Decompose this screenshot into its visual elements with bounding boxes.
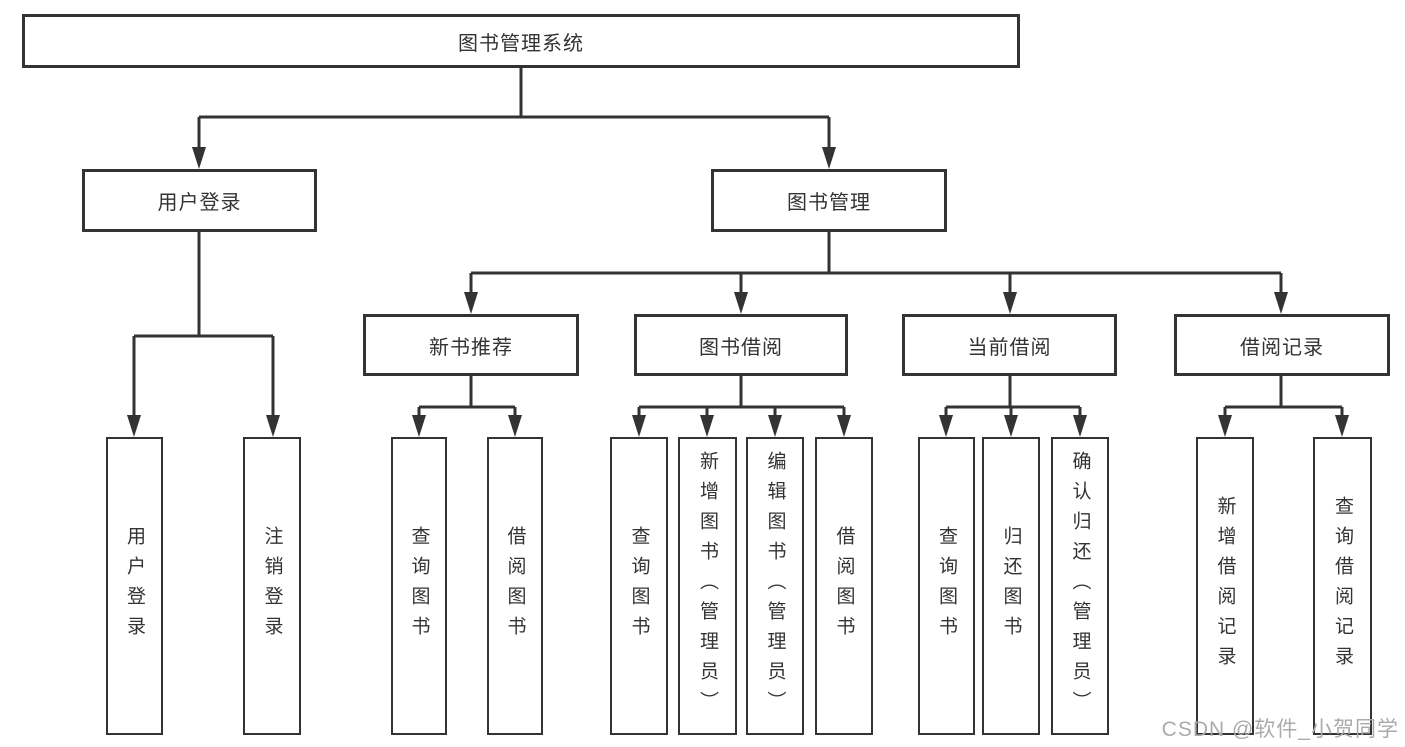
node-current-borrowing: 当前借阅 (902, 314, 1117, 376)
watermark-csdn: CSDN @软件_小贺同学 (1161, 718, 1399, 741)
leaf-query-borrow-record: 查询借阅记录 (1313, 437, 1372, 735)
leaf-query-books-current: 查询图书 (918, 437, 975, 735)
node-user-login: 用户登录 (82, 169, 317, 232)
leaf-borrow-books-borrowing: 借阅图书 (815, 437, 873, 735)
node-new-book-recommendation: 新书推荐 (363, 314, 579, 376)
leaf-add-borrow-record: 新增借阅记录 (1196, 437, 1254, 735)
node-book-borrowing: 图书借阅 (634, 314, 848, 376)
leaf-add-book-admin: 新增图书（管理员） (678, 437, 737, 735)
leaf-confirm-return-admin: 确认归还（管理员） (1051, 437, 1109, 735)
leaf-query-books-recommend: 查询图书 (391, 437, 447, 735)
leaf-return-books: 归还图书 (982, 437, 1040, 735)
node-library-management-system: 图书管理系统 (22, 14, 1020, 68)
connector-paths (132, 68, 1344, 419)
leaf-query-books-borrowing: 查询图书 (610, 437, 668, 735)
arrow-down-icons (127, 147, 1349, 437)
leaf-edit-book-admin: 编辑图书（管理员） (746, 437, 804, 735)
node-book-management: 图书管理 (711, 169, 947, 232)
leaf-borrow-books-recommend: 借阅图书 (487, 437, 543, 735)
leaf-user-login: 用户登录 (106, 437, 163, 735)
leaf-logout: 注销登录 (243, 437, 301, 735)
node-borrowing-records: 借阅记录 (1174, 314, 1390, 376)
